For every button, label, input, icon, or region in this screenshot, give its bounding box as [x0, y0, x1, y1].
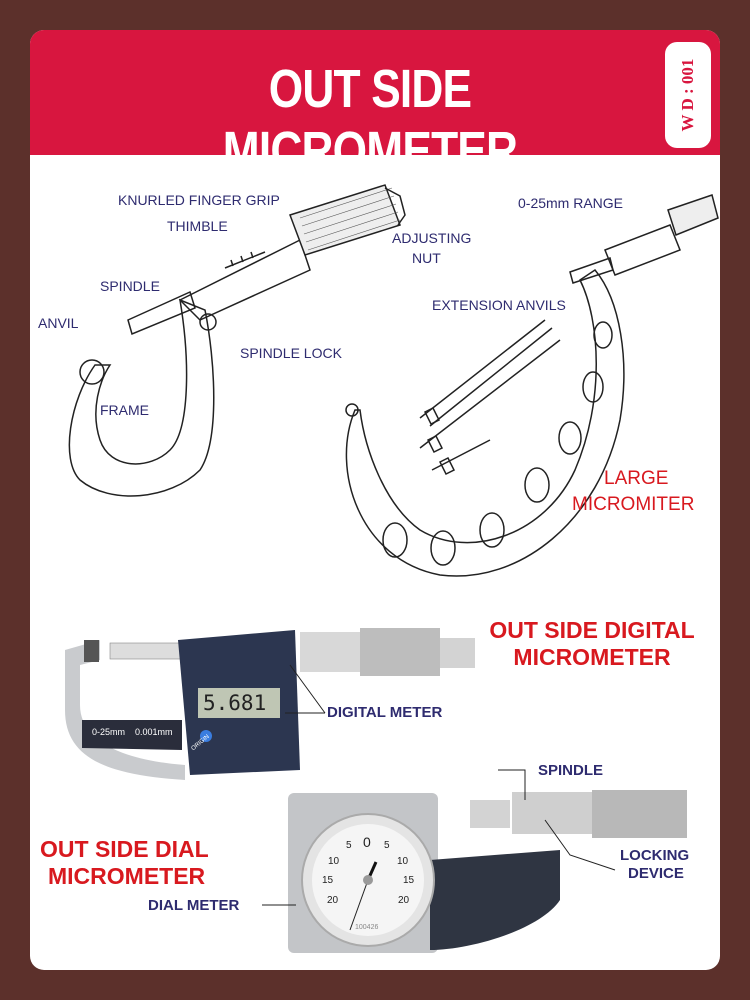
dial-title-2: MICROMETER — [48, 863, 206, 889]
dial-number: 20 — [398, 895, 410, 906]
label-dial-meter: DIAL METER — [148, 897, 240, 914]
code-badge: W D : 001 — [665, 42, 711, 148]
large-micrometer-title-1: LARGE — [604, 468, 669, 489]
label-anvil: ANVIL — [38, 315, 79, 331]
label-range: 0-25mm RANGE — [518, 195, 624, 211]
digital-display-value: 5.681 — [203, 691, 267, 715]
frame-resolution-text: 0.001mm — [135, 727, 173, 737]
dial-serial: 100426 — [355, 924, 379, 931]
digital-title-1: OUT SIDE DIGITAL — [489, 617, 695, 643]
large-micrometer-holes — [382, 321, 613, 566]
dial-title-1: OUT SIDE DIAL — [40, 836, 209, 862]
label-frame: FRAME — [100, 402, 149, 418]
dial-number: 10 — [397, 856, 409, 867]
label-knurled-finger-grip: KNURLED FINGER GRIP — [118, 192, 280, 208]
large-micrometer-drawing — [345, 194, 719, 577]
dial-number: 10 — [328, 856, 340, 867]
header-bar: OUT SIDE MICROMETER W D : 001 — [30, 30, 720, 181]
label-adjusting-nut-1: ADJUSTING — [392, 230, 472, 246]
digital-micrometer-drawing — [65, 628, 475, 780]
label-spindle: SPINDLE — [100, 278, 160, 294]
label-locking-1: LOCKING — [620, 847, 690, 864]
dial-micrometer-drawing — [288, 790, 687, 953]
dial-number: 0 — [363, 834, 371, 850]
large-micrometer-title-2: MICROMITER — [572, 494, 695, 515]
label-extension-anvils: EXTENSION ANVILS — [432, 297, 566, 313]
dial-number: 5 — [346, 840, 352, 851]
dial-number: 20 — [327, 895, 339, 906]
dial-number: 15 — [403, 875, 415, 886]
dial-number: 5 — [384, 840, 390, 851]
label-digital-meter: DIGITAL METER — [327, 704, 443, 721]
label-locking-2: DEVICE — [628, 865, 684, 882]
leader-lines — [262, 664, 616, 906]
label-thimble: THIMBLE — [167, 218, 228, 234]
frame-range-text: 0-25mm — [92, 727, 126, 737]
digital-title-2: MICROMETER — [513, 644, 671, 670]
label-spindle-lock: SPINDLE LOCK — [240, 345, 342, 361]
poster-title: OUT SIDE MICROMETER — [222, 59, 518, 181]
dial-number: 15 — [322, 875, 334, 886]
label-spindle-dial: SPINDLE — [538, 762, 604, 779]
outside-micrometer-drawing — [68, 184, 406, 497]
label-adjusting-nut-2: NUT — [412, 250, 441, 266]
